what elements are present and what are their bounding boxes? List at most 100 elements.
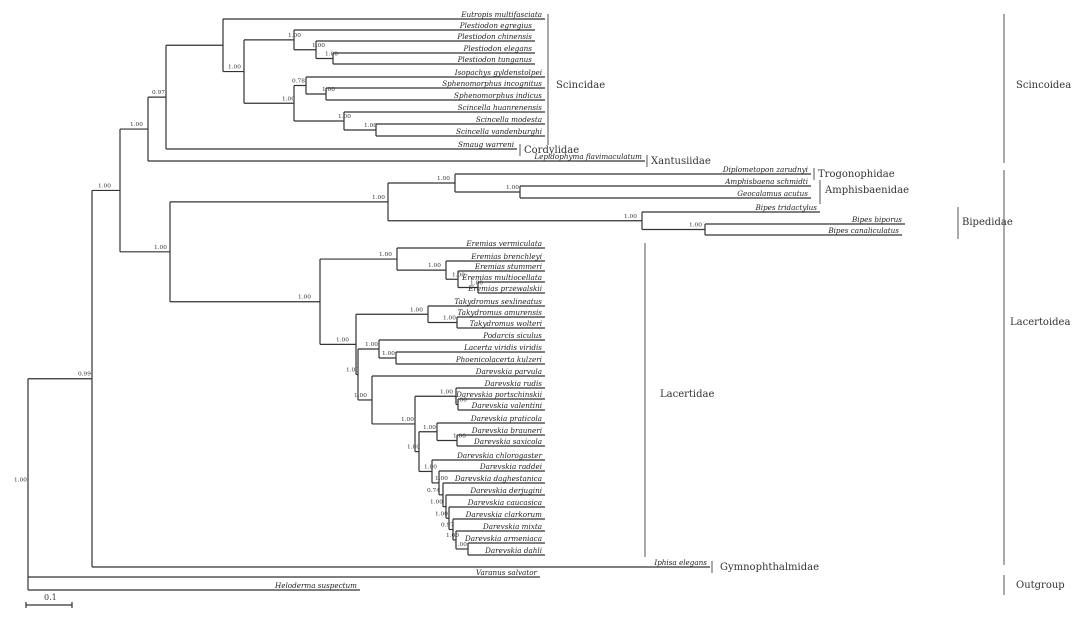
group-label-scincoidea: Scincoidea	[1016, 80, 1071, 91]
tip-label: Varanus salvator	[476, 568, 538, 577]
support-value: 1.00	[424, 464, 437, 470]
tip-label: Bipes tridactylus	[754, 203, 817, 212]
tip-label: Lacerta viridis viridis	[463, 343, 542, 352]
support-value: 0.74	[427, 488, 440, 494]
tip-label: Iphisa elegans	[653, 558, 707, 567]
tip-label: Scincella vandenburghi	[456, 127, 542, 136]
tip-label: Darevskia dahli	[484, 546, 542, 555]
family-label-amphisbaenidae: Amphisbaenidae	[824, 185, 909, 196]
support-value: 1.00	[435, 511, 448, 517]
family-label-bipedidae: Bipedidae	[962, 217, 1013, 228]
tip-label: Darevskia clarkorum	[465, 510, 543, 519]
tip-label: Darevskia saxicola	[473, 437, 542, 446]
group-annotations: Scincoidea Lacertoidea Outgroup	[1003, 14, 1071, 595]
tip-label: Darevskia derjugini	[469, 486, 542, 495]
tip-label: Plestiodon egregius	[459, 21, 533, 30]
tip-label: Eremias vermiculata	[465, 239, 542, 248]
tip-label: Darevskia chlorogaster	[456, 451, 542, 460]
support-value: 0.97	[441, 523, 454, 529]
tip-label: Takydromus sexlineatus	[454, 297, 542, 306]
support-values: 1.001.001.001.000.781.001.001.001.000.97…	[14, 33, 702, 548]
tip-label: Darevskia caucasica	[467, 498, 542, 507]
support-value: 1.00	[98, 183, 111, 189]
tip-label: Phoenicolacerta kulzeri	[455, 355, 542, 364]
support-value: 1.00	[506, 185, 519, 191]
tip-label: Plestiodon chinensis	[456, 32, 532, 41]
tip-label: Takydromus wolteri	[470, 319, 542, 328]
support-value: 1.00	[372, 195, 385, 201]
tip-label: Eremias przewalskii	[467, 284, 542, 293]
support-value: 1.00	[322, 87, 335, 93]
tree-branches	[27, 18, 905, 591]
tip-label: Podarcis siculus	[482, 331, 542, 340]
tip-label: Bipes canaliculatus	[827, 226, 899, 235]
tip-label: Diplometopon zarudnyi	[722, 165, 808, 174]
support-value: 1.00	[624, 214, 637, 220]
tip-label: Eremias multiocellata	[461, 273, 542, 282]
group-label-lacertoidea: Lacertoidea	[1010, 317, 1070, 328]
tip-label: Takydromus amurensis	[458, 308, 543, 317]
support-value: 1.00	[282, 96, 295, 102]
tip-label: Darevskia valentini	[471, 401, 542, 410]
support-value: 1.00	[689, 223, 702, 229]
family-label-cordylidae: Cordylidae	[524, 145, 579, 156]
support-value: 1.00	[453, 434, 466, 440]
tip-label: Geocalamus acutus	[737, 189, 808, 198]
support-value: 1.00	[470, 281, 483, 287]
support-value: 1.00	[336, 337, 349, 343]
tip-label: Lepidophyma flavimaculatum	[533, 152, 642, 161]
support-value: 1.00	[325, 52, 338, 58]
family-annotations: Scincidae Cordylidae Xantusiidae Trogono…	[519, 14, 1013, 573]
support-value: 1.00	[407, 445, 420, 451]
tip-label: Sphenomorphus indicus	[454, 91, 542, 100]
tip-label: Darevskia rudis	[484, 379, 543, 388]
tip-label: Isopachys gyldenstolpei	[454, 68, 542, 77]
support-value: 1.00	[382, 351, 395, 357]
support-value: 1.00	[338, 114, 351, 120]
support-value: 1.00	[446, 533, 459, 539]
tip-label: Darevskia brauneri	[471, 426, 542, 435]
support-value: 1.00	[440, 389, 453, 395]
support-value: 1.00	[437, 176, 450, 182]
support-value: 1.00	[401, 417, 414, 423]
scale-bar: 0.1	[25, 593, 73, 608]
family-label-scincidae: Scincidae	[556, 80, 605, 91]
support-value: 1.00	[312, 43, 325, 49]
support-value: 1.00	[228, 65, 241, 71]
support-value: 1.00	[364, 123, 377, 129]
tip-label: Plestiodon elegans	[463, 44, 533, 53]
tip-label: Bipes biporus	[851, 215, 902, 224]
support-value: 1.00	[435, 476, 448, 482]
tip-label: Smaug warreni	[458, 140, 514, 149]
support-value: 1.00	[365, 342, 378, 348]
tip-label: Eremias brenchleyi	[470, 252, 542, 261]
support-value: 1.00	[346, 367, 359, 373]
tip-label: Plestiodon tunganus	[457, 55, 533, 64]
family-label-trogonophidae: Trogonophidae	[818, 169, 895, 180]
tip-label: Eremias stummeri	[474, 262, 542, 271]
tip-label: Darevskia daghestanica	[454, 474, 542, 483]
support-value: 1.00	[430, 500, 443, 506]
support-value: 1.00	[454, 398, 467, 404]
family-label-lacertidae: Lacertidae	[660, 389, 714, 400]
support-value: 1.00	[454, 542, 467, 548]
tip-label: Darevskia parvula	[475, 367, 542, 376]
support-value: 1.00	[428, 263, 441, 269]
tip-label: Eutropis multifasciata	[460, 10, 542, 19]
support-value: 1.00	[298, 295, 311, 301]
tip-label: Scincella modesta	[476, 115, 542, 124]
tip-label: Darevskia praticola	[470, 414, 542, 423]
tip-label: Sphenomorphus incognitus	[442, 79, 542, 88]
support-value: 1.00	[379, 252, 392, 258]
tip-label: Darevskia portschinskii	[455, 390, 542, 399]
support-value: 0.97	[152, 90, 165, 96]
tip-label: Scincella huanrenensis	[458, 103, 543, 112]
scale-bar-label: 0.1	[44, 593, 57, 602]
support-value: 1.00	[14, 477, 27, 483]
tip-label: Darevskia mixta	[482, 522, 542, 531]
support-value: 1.00	[288, 33, 301, 39]
support-value: 1.00	[452, 272, 465, 278]
tip-label: Heloderma suspectum	[274, 581, 357, 590]
